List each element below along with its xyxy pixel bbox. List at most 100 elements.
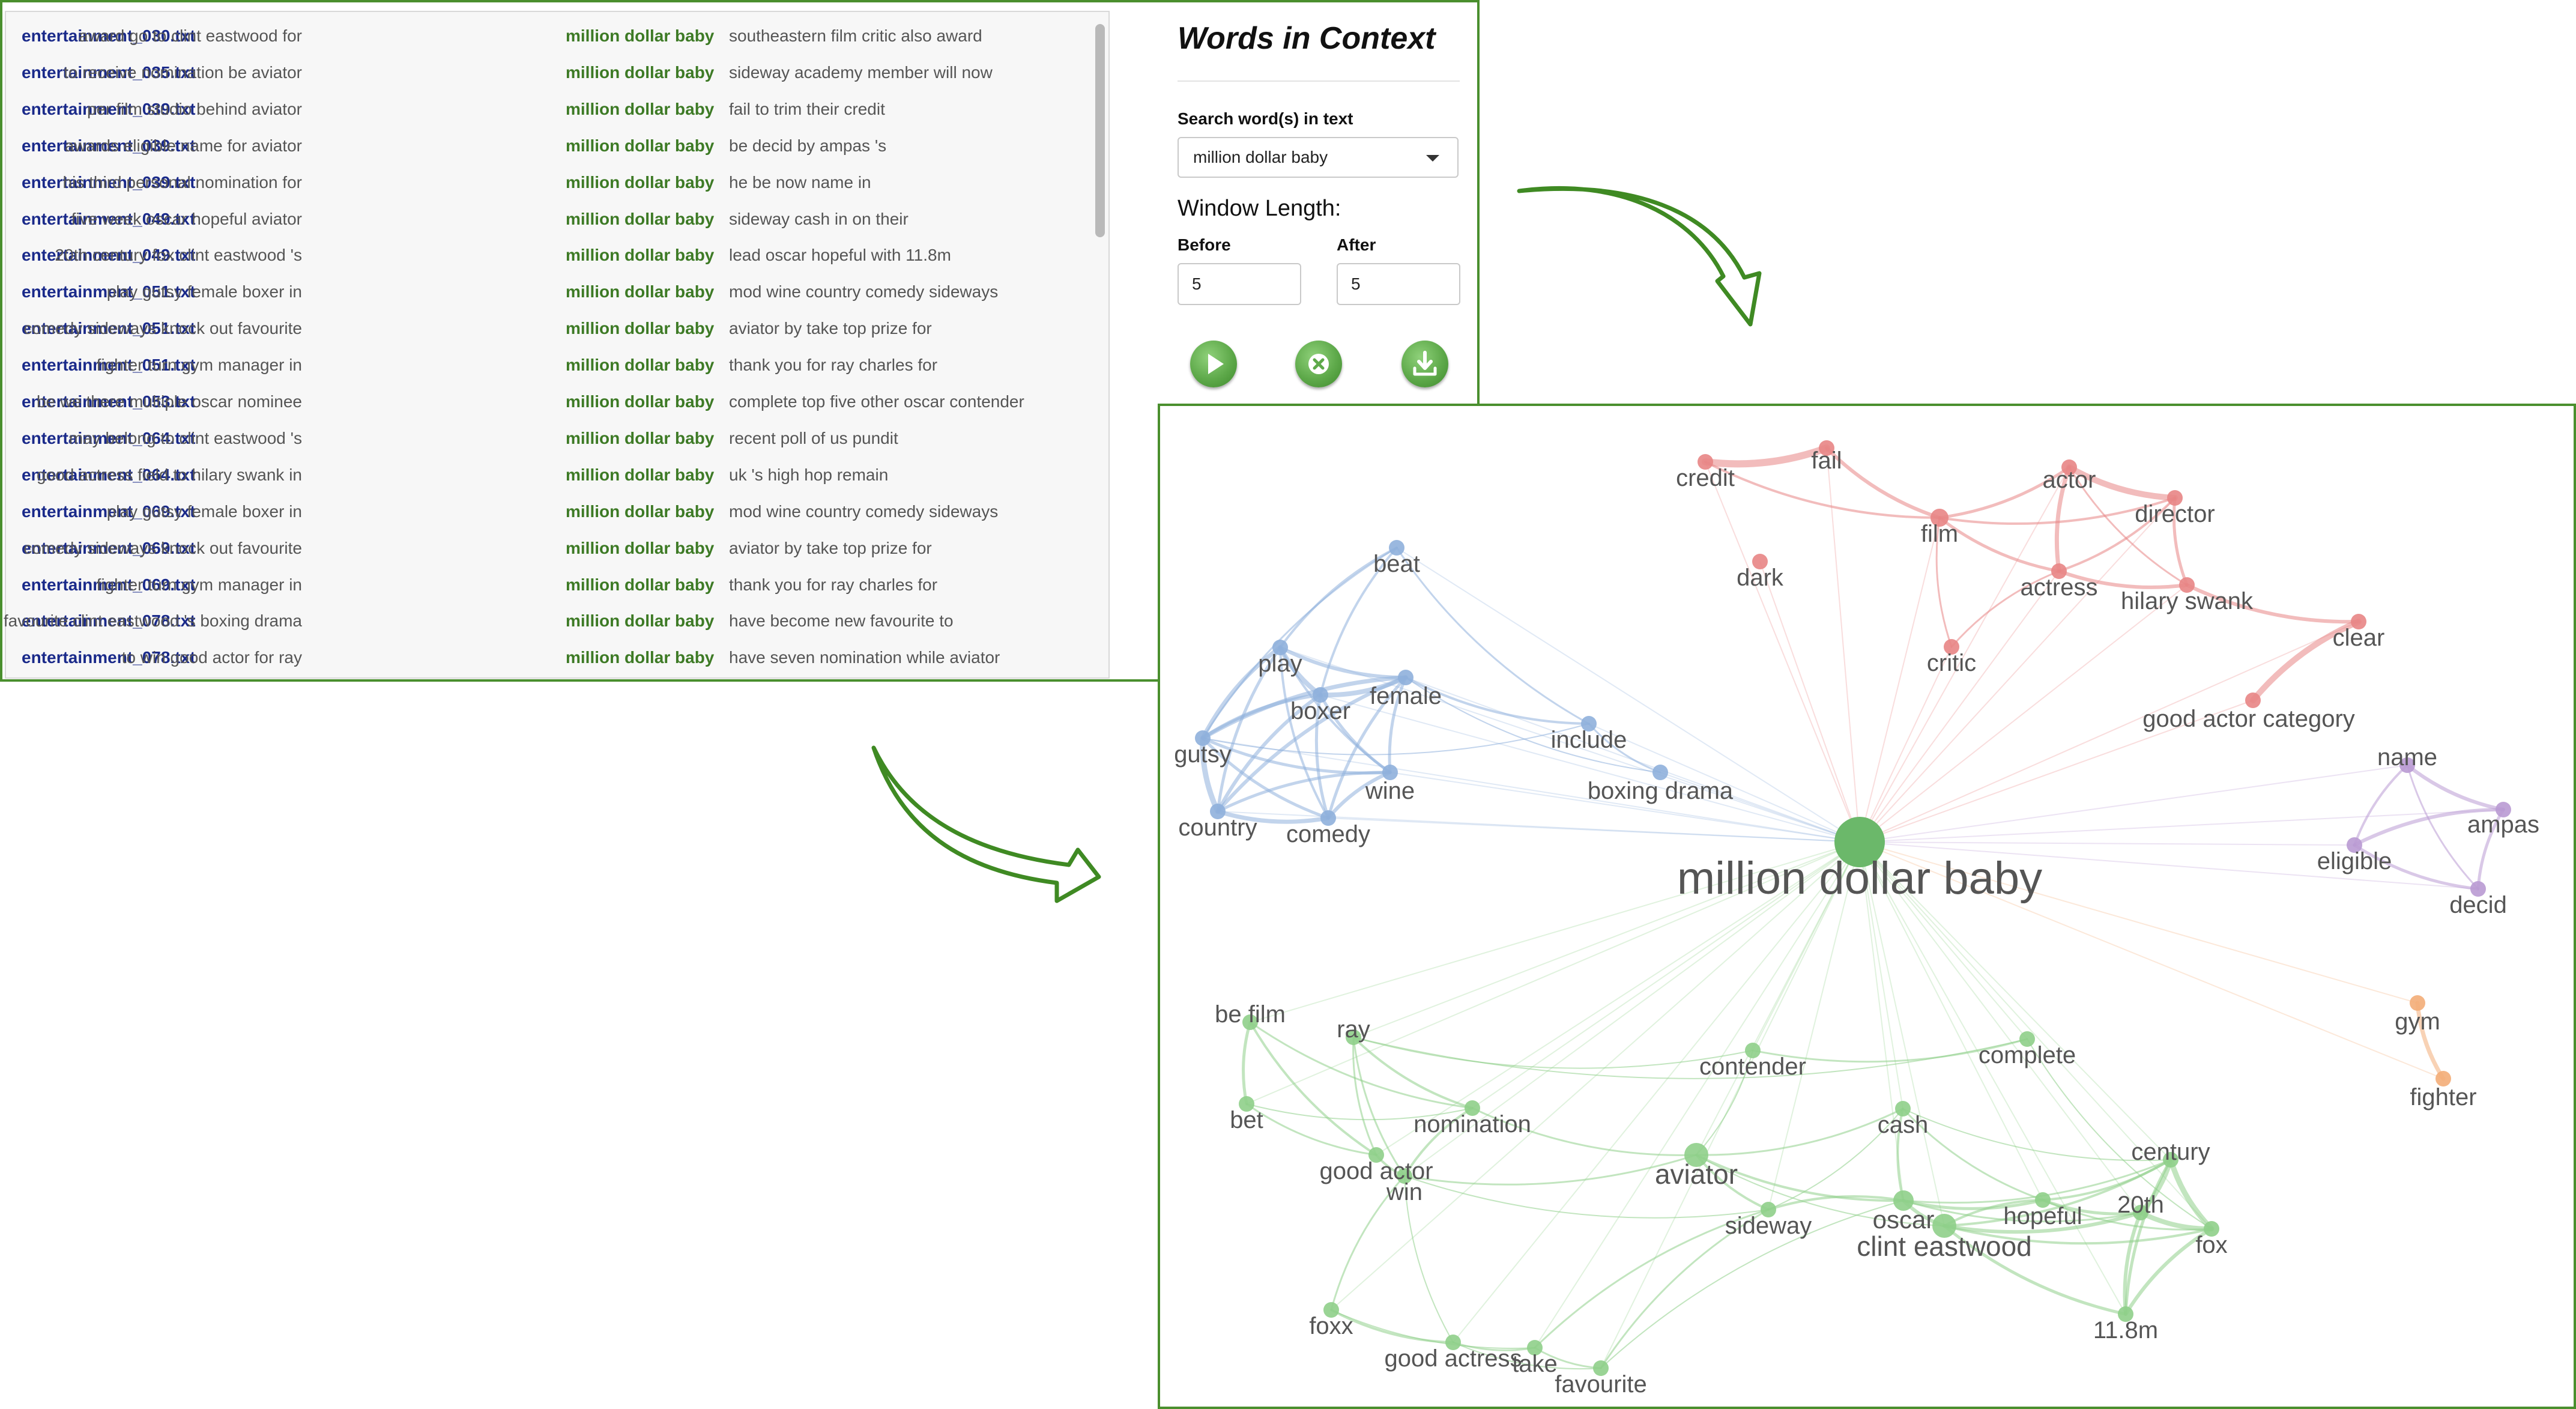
kwic-row[interactable]: entertainment_078.txtoscar favourite cli…: [0, 603, 1081, 639]
node-play[interactable]: [1272, 640, 1288, 655]
kwic-scrollbar[interactable]: [1092, 18, 1107, 673]
before-input[interactable]: 5: [1178, 263, 1301, 305]
node-be-film[interactable]: [1242, 1014, 1258, 1030]
node-clint-eastwood[interactable]: [1932, 1214, 1956, 1238]
node-fail[interactable]: [1819, 440, 1834, 456]
kwic-file-link[interactable]: entertainment_039.txt: [22, 136, 196, 155]
node-actress[interactable]: [2051, 563, 2067, 579]
run-button[interactable]: [1190, 341, 1237, 387]
node-comedy[interactable]: [1320, 810, 1336, 826]
node-century[interactable]: [2163, 1152, 2178, 1168]
kwic-file-link[interactable]: entertainment_035.txt: [22, 62, 196, 82]
after-input[interactable]: 5: [1337, 263, 1460, 305]
kwic-file-link[interactable]: entertainment_049.txt: [22, 246, 196, 265]
node-name[interactable]: [2399, 757, 2415, 773]
kwic-scrollbar-thumb[interactable]: [1095, 24, 1105, 237]
node-11-8m[interactable]: [2118, 1306, 2133, 1322]
cooccurrence-network[interactable]: million dollar babycreditfailfilmactordi…: [1160, 406, 2574, 1407]
kwic-file-link[interactable]: entertainment_053.txt: [22, 392, 196, 411]
node-beat[interactable]: [1389, 540, 1404, 556]
node-20th[interactable]: [2133, 1205, 2148, 1220]
edge-center-oscar: [1859, 841, 1904, 1201]
kwic-file-link[interactable]: entertainment_064.txt: [22, 465, 196, 484]
kwic-file-link[interactable]: entertainment_064.txt: [22, 428, 196, 447]
node-hopeful[interactable]: [2035, 1192, 2051, 1208]
node-complete[interactable]: [2019, 1031, 2035, 1047]
node-cash[interactable]: [1895, 1101, 1911, 1117]
node-eligible[interactable]: [2347, 837, 2362, 853]
node-foxx[interactable]: [1323, 1302, 1339, 1318]
node-decid[interactable]: [2470, 881, 2486, 897]
node-country[interactable]: [1210, 804, 1226, 819]
node-actor[interactable]: [2061, 459, 2077, 475]
kwic-file-link[interactable]: entertainment_039.txt: [22, 99, 196, 118]
node-boxer[interactable]: [1313, 687, 1328, 703]
node-bet[interactable]: [1239, 1096, 1254, 1112]
node-label-20th: 20th: [2117, 1192, 2164, 1218]
node-take[interactable]: [1527, 1340, 1543, 1356]
node-ray[interactable]: [1346, 1029, 1361, 1045]
node-gutsy[interactable]: [1195, 730, 1211, 746]
node-good-actor-category[interactable]: [2245, 692, 2261, 708]
node-include[interactable]: [1581, 716, 1597, 732]
node-gym[interactable]: [2410, 995, 2425, 1011]
node-good-actress[interactable]: [1445, 1335, 1461, 1350]
node-aviator[interactable]: [1684, 1143, 1708, 1167]
kwic-file-link[interactable]: entertainment_051.txt: [22, 282, 196, 301]
node-clear[interactable]: [2351, 614, 2366, 629]
kwic-file-link[interactable]: entertainment_039.txt: [22, 172, 196, 192]
node-director[interactable]: [2167, 490, 2183, 506]
node-credit[interactable]: [1698, 454, 1713, 470]
download-button[interactable]: [1401, 341, 1448, 387]
node-fox[interactable]: [2204, 1221, 2219, 1237]
kwic-file-link[interactable]: entertainment_049.txt: [22, 209, 196, 228]
kwic-file-link[interactable]: entertainment_069.txt: [22, 501, 196, 521]
node-sideway[interactable]: [1761, 1202, 1776, 1217]
node-contender[interactable]: [1745, 1043, 1761, 1058]
node-good-actor[interactable]: [1368, 1147, 1384, 1163]
kwic-file-link[interactable]: entertainment_078.txt: [22, 648, 196, 667]
kwic-file-link[interactable]: entertainment_030.txt: [22, 26, 196, 45]
node-nomination[interactable]: [1465, 1100, 1480, 1116]
node-million-dollar-baby[interactable]: [1834, 817, 1885, 867]
node-wine[interactable]: [1382, 765, 1398, 780]
node-label-century: century: [2131, 1139, 2210, 1165]
kwic-keyword: million dollar baby: [566, 575, 715, 594]
node-ampas[interactable]: [2496, 802, 2511, 817]
node-female[interactable]: [1398, 670, 1413, 685]
kwic-file-link[interactable]: entertainment_051.txt: [22, 319, 196, 338]
node-film[interactable]: [1930, 509, 1949, 527]
kwic-file-link[interactable]: entertainment_078.txt: [22, 611, 196, 631]
node-oscar[interactable]: [1893, 1190, 1914, 1211]
node-hilary-swank[interactable]: [2179, 577, 2195, 593]
node-dark[interactable]: [1752, 554, 1768, 569]
clear-button[interactable]: [1295, 341, 1342, 387]
node-boxing-drama[interactable]: [1652, 765, 1668, 780]
node-win[interactable]: [1397, 1168, 1412, 1184]
kwic-file-link[interactable]: entertainment_069.txt: [22, 575, 196, 594]
node-critic[interactable]: [1944, 639, 1959, 655]
kwic-file-link[interactable]: entertainment_051.txt: [22, 356, 196, 375]
node-fighter[interactable]: [2435, 1071, 2451, 1086]
search-select[interactable]: million dollar baby: [1178, 137, 1459, 178]
kwic-file-link[interactable]: entertainment_069.txt: [22, 538, 196, 557]
node-favourite[interactable]: [1593, 1360, 1609, 1376]
